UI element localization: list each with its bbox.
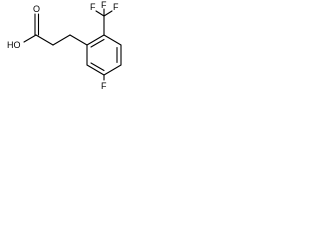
bond-carboxyl-chain [35,34,54,46]
bond-cf3-fluorine-left [95,10,105,17]
cf3-fluorine-left-label: F [90,2,96,12]
bond-chain-middle [52,34,71,46]
ring-double-bond-a [90,38,105,48]
ring-bond-4 [103,64,122,76]
chemical-structure-diagram: HO O F F F F [7,0,122,91]
ring-bond-2 [103,34,122,46]
carbonyl-oxygen-label: O [33,4,40,14]
ring-double-bond-c [90,62,105,72]
bond-chain-to-ring [69,34,88,46]
bond-hydroxyl-carbon [23,34,37,43]
cf3-fluorine-top-label: F [101,0,107,10]
hydroxyl-label: HO [7,40,21,50]
ring-bond-5 [86,64,105,76]
cf3-fluorine-right-label: F [113,2,119,12]
ring-fluorine-label: F [101,81,107,91]
ring-bond-1 [86,34,105,46]
bond-cf3-fluorine-right [103,10,113,17]
